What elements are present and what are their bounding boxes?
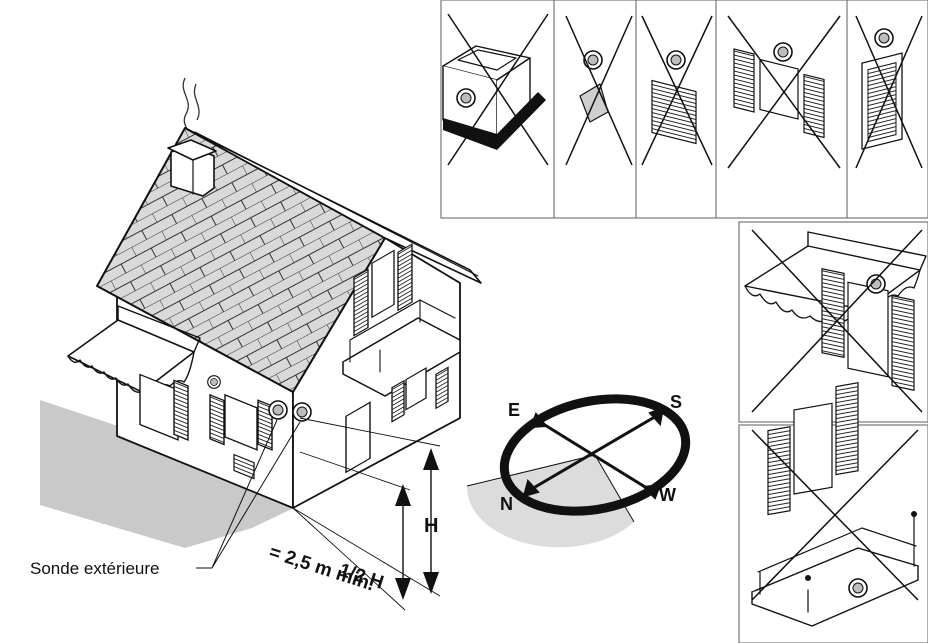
sensor-on-facade-icon <box>268 400 288 420</box>
compass-south: S <box>670 392 682 412</box>
vent-grille <box>233 453 255 480</box>
cross-icon <box>641 15 713 166</box>
compass-ring <box>499 394 691 516</box>
compass-axis-sn <box>529 413 659 492</box>
panel-under-balcony <box>751 382 919 627</box>
compass-rose: S E N W <box>466 392 691 548</box>
compass-east: E <box>508 400 520 420</box>
forbidden-placements-top <box>440 0 928 219</box>
compass-north: N <box>500 494 513 514</box>
cross-icon <box>447 13 549 166</box>
cross-icon <box>751 429 919 601</box>
panel-under-vent <box>565 15 633 166</box>
panel-under-awning <box>744 229 927 413</box>
height-label: H <box>424 515 438 537</box>
house-illustration: H 1/2 H = 2,5 m min. Sonde extérieure <box>30 77 482 611</box>
sensor-leader-lines <box>196 419 301 569</box>
cross-icon <box>855 15 923 169</box>
cross-icon <box>751 229 923 413</box>
compass-axis-es <box>539 420 651 492</box>
north-sector <box>466 455 634 548</box>
forbidden-placements-right <box>738 221 928 643</box>
panel-above-grille <box>641 15 713 166</box>
cross-icon <box>727 15 841 169</box>
compass-west: W <box>659 485 676 505</box>
sensor-label: Sonde extérieure <box>30 559 159 578</box>
panel-chimney <box>442 13 549 166</box>
roof-ridge <box>184 127 482 284</box>
front-window-right <box>224 393 258 451</box>
cross-icon <box>565 15 633 166</box>
sensor-small-icon <box>207 375 221 389</box>
height-guide-lines <box>292 417 441 611</box>
door <box>345 401 371 474</box>
panel-above-window <box>727 15 841 169</box>
panel-above-door <box>855 15 923 169</box>
ground-shadow <box>40 400 300 548</box>
